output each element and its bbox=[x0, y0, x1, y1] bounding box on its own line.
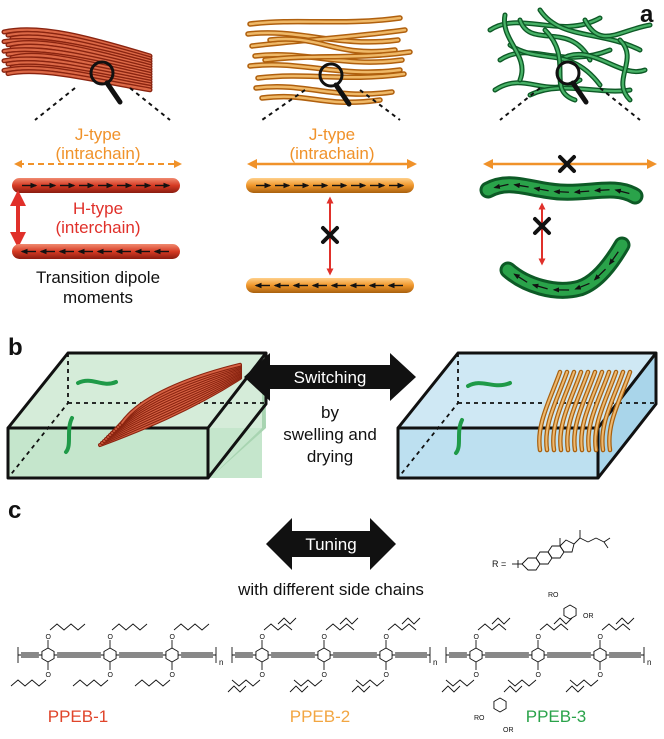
polymer-name-ppeb1: PPEB-1 bbox=[48, 707, 108, 726]
single-chain-green bbox=[64, 416, 74, 454]
dipole-arrow bbox=[513, 182, 529, 189]
dipole-arrow bbox=[608, 251, 619, 266]
ro-label: RO bbox=[474, 715, 485, 722]
htype-label: H-type bbox=[73, 199, 123, 218]
panel-b-label: b bbox=[8, 334, 23, 361]
svg-text:O: O bbox=[260, 634, 266, 641]
dipole-arrow bbox=[574, 282, 590, 290]
zoom-lines bbox=[34, 87, 641, 121]
dipole-arrow bbox=[533, 186, 549, 192]
dipole-rod-red-bottom bbox=[12, 244, 180, 259]
dipole-caption-line1: Transition dipole bbox=[36, 268, 160, 287]
polymer-name-ppeb2: PPEB-2 bbox=[290, 707, 350, 726]
ro-label: RO bbox=[548, 592, 559, 599]
svg-text:O: O bbox=[384, 634, 390, 641]
dipole-arrow bbox=[594, 187, 610, 193]
svg-text:O: O bbox=[322, 634, 328, 641]
or-label: OR bbox=[503, 727, 514, 734]
svg-text:O: O bbox=[474, 634, 480, 641]
dipole-arrow bbox=[493, 183, 509, 189]
svg-text:O: O bbox=[46, 634, 52, 641]
dipole-arrow bbox=[553, 189, 569, 195]
svg-text:O: O bbox=[536, 634, 542, 641]
aligned-fiber-bundle-red bbox=[1, 27, 153, 93]
tuning-label: Tuning bbox=[305, 535, 356, 554]
reoriented-fibers-in-film bbox=[537, 369, 633, 453]
jtype-label-left: J-type bbox=[75, 125, 121, 144]
svg-text:O: O bbox=[260, 672, 266, 679]
svg-text:O: O bbox=[474, 672, 480, 679]
dipole-arrow bbox=[573, 189, 590, 195]
svg-text:O: O bbox=[598, 634, 604, 641]
dipole-rod-orange-bottom bbox=[246, 278, 414, 293]
magnifier-icon bbox=[318, 62, 352, 107]
svg-text:O: O bbox=[170, 634, 176, 641]
cholesteryl-structure bbox=[512, 530, 611, 571]
single-chain-green bbox=[454, 418, 464, 455]
switching-caption-3: drying bbox=[307, 447, 353, 466]
jtype-label-mid: J-type bbox=[309, 125, 355, 144]
jtype-sub-left: (intrachain) bbox=[55, 144, 140, 163]
r-group-label: R = bbox=[492, 559, 506, 569]
switching-double-arrow bbox=[244, 353, 416, 401]
aligned-fibers-in-film bbox=[98, 362, 242, 447]
svg-text:O: O bbox=[108, 634, 114, 641]
dipole-arrow bbox=[593, 268, 606, 281]
cross-mark-icon bbox=[321, 226, 339, 244]
or-label: OR bbox=[583, 613, 594, 620]
dipole-rod-orange-top bbox=[246, 178, 414, 193]
polymer-name-ppeb3: PPEB-3 bbox=[526, 707, 586, 726]
tuning-double-arrow bbox=[266, 518, 396, 570]
svg-text:O: O bbox=[536, 672, 542, 679]
cross-mark-icon bbox=[558, 155, 576, 173]
aligned-fiber-bundle-orange bbox=[245, 15, 413, 105]
dipole-arrow bbox=[614, 188, 630, 195]
dipole-arrow bbox=[531, 283, 548, 290]
dipole-caption-line2: moments bbox=[63, 288, 133, 307]
jtype-sub-mid: (intrachain) bbox=[289, 144, 374, 163]
svg-text:n: n bbox=[433, 658, 437, 667]
dipole-arrow bbox=[513, 273, 528, 283]
single-chain-green bbox=[76, 378, 118, 386]
svg-text:O: O bbox=[322, 672, 328, 679]
svg-text:n: n bbox=[647, 658, 651, 667]
cross-mark-icon bbox=[533, 217, 551, 235]
svg-text:n: n bbox=[219, 658, 223, 667]
panel-a-label: a bbox=[640, 1, 654, 28]
svg-text:O: O bbox=[170, 672, 176, 679]
svg-text:O: O bbox=[384, 672, 390, 679]
svg-text:O: O bbox=[108, 672, 114, 679]
svg-text:O: O bbox=[598, 672, 604, 679]
switching-label: Switching bbox=[294, 368, 367, 387]
single-chain-green bbox=[466, 381, 512, 388]
switching-caption-1: by bbox=[321, 403, 339, 422]
dipole-rod-red-top bbox=[12, 178, 180, 193]
magnifier-icon bbox=[89, 60, 123, 105]
tuning-caption: with different side chains bbox=[237, 580, 424, 599]
svg-text:O: O bbox=[46, 672, 52, 679]
disordered-fiber-bundle-green bbox=[487, 7, 653, 103]
magnifier-icon bbox=[555, 60, 589, 105]
switching-caption-2: swelling and bbox=[283, 425, 377, 444]
panel-c-label: c bbox=[8, 497, 21, 524]
htype-sub: (interchain) bbox=[55, 218, 140, 237]
